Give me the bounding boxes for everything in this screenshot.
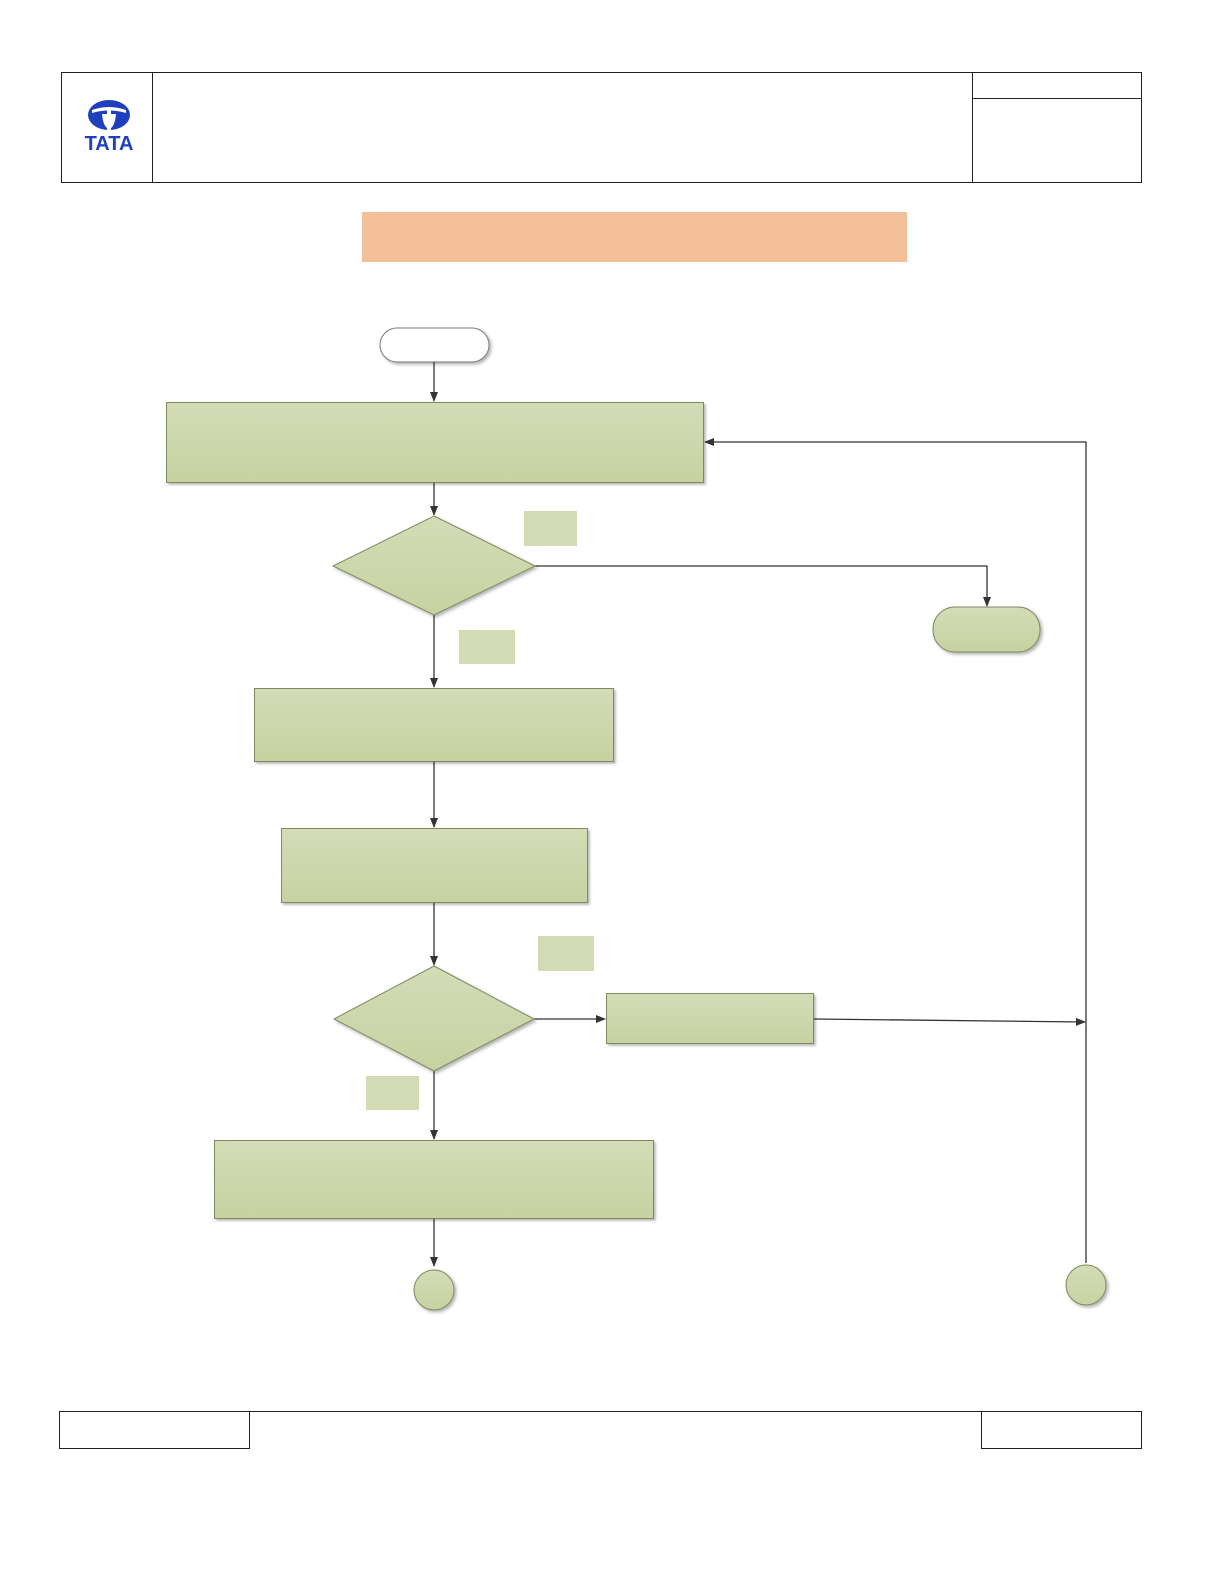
footer-right-cell: [981, 1411, 1142, 1449]
footer-left-cell: [59, 1411, 250, 1449]
logo-wordmark: TATA: [84, 133, 134, 155]
process-step-4: [214, 1140, 654, 1219]
start-terminator: [379, 327, 490, 363]
side-step: [606, 993, 814, 1044]
connector-right: [1065, 1264, 1107, 1306]
arrow-side-loop: [813, 1017, 1086, 1026]
process-step-3: [281, 828, 588, 903]
process-step-1: [166, 402, 704, 483]
banner: [362, 212, 907, 262]
header-logo-cell: [61, 72, 153, 183]
decision-1: [331, 515, 537, 616]
label-decision1-down: [459, 630, 515, 664]
tata-logo: TATA: [78, 98, 140, 158]
label-decision2-down: [366, 1076, 419, 1110]
footer-table: [59, 1411, 1142, 1449]
arrow-loop-step1: [704, 438, 1087, 1263]
connector-bottom: [413, 1269, 455, 1311]
decision-2: [332, 965, 536, 1072]
end-terminator: [932, 606, 1041, 653]
arrow-decision1-end: [535, 565, 991, 607]
label-decision2-right: [538, 936, 594, 971]
process-step-2: [254, 688, 614, 762]
label-decision1-right: [524, 511, 577, 546]
header-right-top-cell: [972, 72, 1142, 99]
